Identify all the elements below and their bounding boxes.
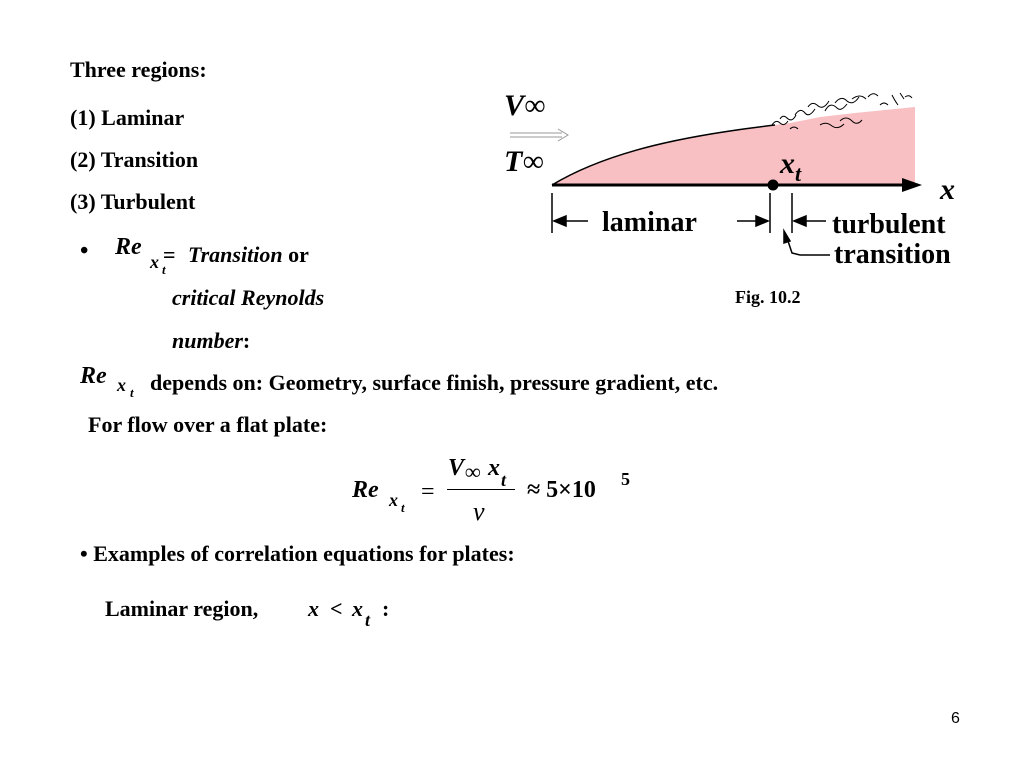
equation-sub-x: x — [389, 490, 398, 510]
number-colon: : — [242, 328, 251, 353]
fraction-bar — [447, 489, 515, 490]
definition-equals: = — [163, 242, 176, 267]
examples-bullet: • — [80, 541, 88, 566]
definition-sub-t: t — [162, 262, 166, 277]
boundary-layer-svg — [510, 92, 922, 256]
depends-sub-t: t — [130, 385, 134, 400]
equation-num-x: x — [488, 455, 500, 481]
laminar-region-t: t — [365, 610, 371, 630]
depends-re: Re — [80, 363, 107, 389]
transition-word: Transition — [188, 242, 283, 267]
laminar-edge-curve — [551, 124, 776, 186]
dimension-markers — [551, 193, 830, 256]
x-axis-label: x — [940, 173, 955, 206]
examples-line: • Examples of correlation equations for … — [80, 543, 515, 565]
laminar-label: laminar — [602, 207, 697, 238]
or-word: or — [288, 242, 309, 267]
equation-re: Re — [352, 477, 379, 503]
equation-num-inf: ∞ — [465, 459, 481, 484]
turbulent-eddies — [771, 92, 913, 130]
figure-caption: Fig. 10.2 — [735, 287, 801, 307]
examples-text: Examples of correlation equations for pl… — [93, 541, 515, 566]
definition-line3: number: — [172, 330, 250, 352]
x-axis-arrowhead — [902, 178, 922, 192]
page-number: 6 — [951, 710, 960, 727]
free-stream-arrow — [510, 128, 569, 142]
depends-sub-x: x — [117, 375, 126, 395]
equation-approx: ≈ 5×10 — [527, 477, 596, 503]
xt-label-x: x — [780, 147, 795, 180]
transition-point — [767, 179, 779, 191]
definition-re: Re — [115, 234, 142, 260]
v-infinity-label: V∞ — [504, 89, 546, 122]
xt-label-t: t — [795, 161, 802, 186]
transition-label: transition — [834, 239, 951, 270]
boundary-layer-diagram: V∞ T∞ x t x laminar turbulent transition — [490, 85, 980, 275]
equation-equals: = — [421, 479, 435, 505]
depends-text: depends on: Geometry, surface finish, pr… — [150, 370, 719, 395]
regions-heading: Three regions: — [70, 57, 207, 82]
equation-sub-t: t — [401, 500, 405, 515]
definition-bullet: • — [80, 238, 89, 264]
equation-num-v: V — [448, 455, 465, 481]
laminar-region-xt: x — [352, 596, 363, 621]
laminar-region-lt: < — [330, 596, 343, 621]
definition-line2: critical Reynolds — [172, 285, 325, 310]
turbulent-label: turbulent — [832, 209, 946, 240]
region-item-turbulent: (3) Turbulent — [70, 189, 196, 214]
flat-plate-heading: For flow over a flat plate: — [88, 412, 328, 437]
equation-num-t: t — [501, 470, 507, 490]
region-item-transition: (2) Transition — [70, 147, 199, 172]
definition-sub-x: x — [150, 252, 159, 272]
laminar-region-x: x — [308, 596, 319, 621]
t-infinity-label: T∞ — [504, 145, 544, 178]
number-word: number — [172, 328, 243, 353]
region-item-laminar: (1) Laminar — [70, 105, 185, 130]
definition-line1: Transition or — [188, 244, 309, 266]
equation-den-nu: ν — [473, 497, 485, 526]
equation-exp: 5 — [621, 469, 630, 489]
laminar-region-colon: : — [382, 596, 390, 621]
laminar-region-text: Laminar region, — [105, 596, 259, 621]
boundary-layer-fill — [552, 107, 915, 185]
